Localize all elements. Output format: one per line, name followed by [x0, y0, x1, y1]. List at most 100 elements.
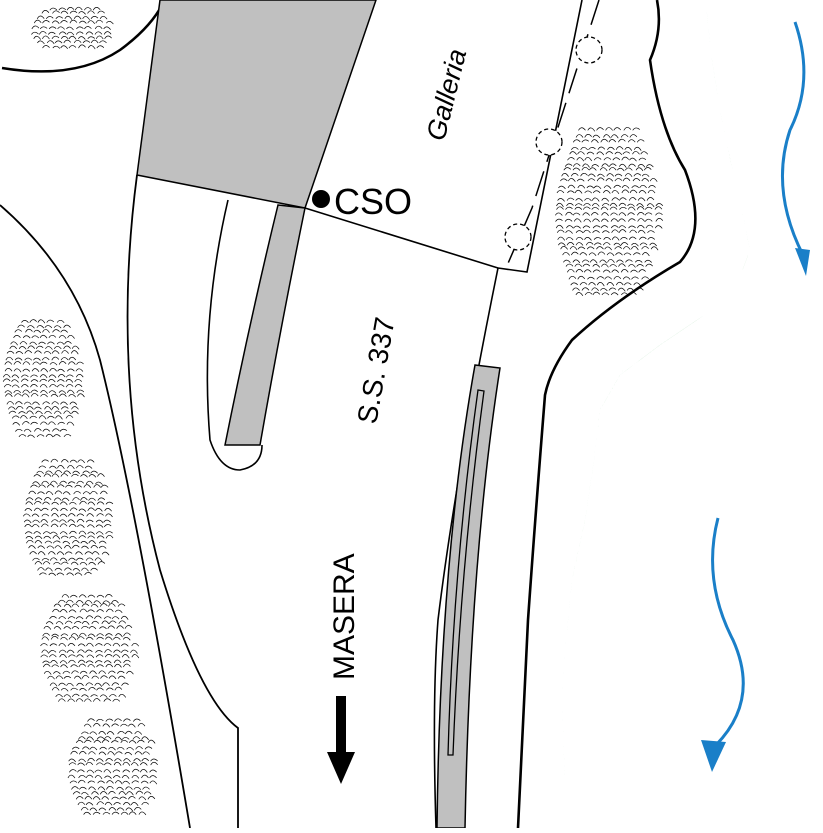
hatch-stroke-87 [47, 379, 56, 383]
hatch-stroke-549 [137, 723, 146, 727]
hatch-stroke-39 [31, 31, 39, 35]
hatch-stroke-67 [31, 368, 40, 373]
hatch-stroke-387 [67, 616, 76, 620]
hatch-stroke-629 [131, 774, 140, 779]
river-flow-arrow-bottom [701, 517, 745, 772]
hatch-stroke-76 [30, 374, 38, 378]
hatch-stroke-211 [100, 484, 109, 488]
hatch-stroke-90 [567, 184, 576, 189]
hatch-stroke-575 [82, 746, 90, 750]
hatch-stroke-265 [568, 275, 577, 280]
hatch-stroke-643 [79, 786, 87, 790]
hatch-stroke-65 [13, 368, 22, 373]
hatch-stroke-324 [84, 551, 93, 555]
hatch-stroke-11 [610, 134, 619, 139]
hatch-stroke-216 [569, 246, 578, 251]
median-barrier-inner [447, 389, 485, 756]
hatch-stroke-130 [44, 406, 52, 411]
hatch-stroke-408 [88, 626, 97, 630]
hatch-stroke-10 [78, 11, 86, 15]
hatch-stroke-574 [71, 746, 80, 750]
hatch-stroke-294 [60, 535, 69, 539]
hatch-stroke-230 [25, 501, 33, 505]
hatch-stroke-28 [47, 341, 55, 345]
hatch-stroke-24 [10, 341, 18, 346]
hatch-stroke-280 [623, 282, 632, 286]
embankment-tooth-5 [716, 86, 721, 115]
hatch-stroke-528 [109, 694, 117, 698]
hatch-stroke-379 [68, 609, 77, 613]
hatch-stroke-225 [61, 497, 70, 502]
hatch-stroke-7 [36, 325, 45, 329]
hatch-stroke-50 [33, 357, 41, 361]
hatch-stroke-346 [64, 567, 72, 571]
hatch-stroke-193 [557, 236, 565, 241]
hatch-stroke-550 [81, 731, 89, 735]
hatch-stroke-48 [564, 163, 573, 167]
hatch-stroke-2 [596, 127, 604, 131]
hatch-stroke-10 [603, 134, 611, 139]
hatch-stroke-410 [107, 625, 116, 629]
hatch-stroke-74 [11, 374, 20, 379]
hatch-stroke-41 [48, 31, 56, 35]
hatch-stroke-234 [633, 252, 641, 256]
hatch-stroke-323 [75, 551, 83, 555]
hatch-stroke-58 [46, 40, 55, 45]
hatch-stroke-78 [48, 374, 57, 379]
hatch-stroke-212 [631, 242, 639, 247]
hatch-stroke-452 [113, 649, 121, 653]
hatch-stroke-217 [73, 491, 81, 495]
hatch-stroke-61 [73, 39, 82, 44]
hatch-stroke-28 [624, 147, 633, 151]
hatch-stroke-17 [73, 15, 82, 20]
hatch-stroke-673 [113, 802, 121, 806]
hatch-stroke-660 [75, 796, 84, 800]
hatch-stroke-577 [99, 746, 107, 750]
hatch-stroke-661 [84, 796, 93, 800]
hatch-stroke-532 [75, 698, 84, 702]
hatch-stroke-184 [72, 470, 80, 475]
hatch-stroke-195 [575, 236, 584, 240]
hatch-stroke-613 [77, 769, 85, 773]
embankment-tooth-2 [709, 37, 713, 66]
hatch-stroke-516 [70, 687, 78, 691]
hatch-stroke-183 [63, 470, 71, 475]
hatch-stroke-275 [579, 282, 588, 286]
hatch-stroke-260 [602, 269, 611, 273]
hatch-stroke-274 [570, 282, 578, 286]
hatch-stroke-655 [108, 791, 116, 795]
hatch-stroke-113 [575, 198, 583, 202]
hatch-stroke-210 [613, 242, 622, 247]
hatch-stroke-239 [105, 501, 114, 505]
hatch-stroke-538 [96, 718, 104, 722]
hatch-stroke-684 [83, 811, 91, 815]
hatch-stroke-364 [75, 600, 84, 604]
embankment-tooth-43 [564, 633, 567, 661]
hatch-stroke-405 [63, 626, 72, 630]
hatch-stroke-21 [48, 334, 57, 339]
hatch-stroke-152 [610, 212, 618, 216]
hatch-stroke-161 [583, 218, 592, 223]
hatch-stroke-64 [99, 40, 107, 44]
hatch-stroke-363 [65, 599, 74, 604]
hatch-stroke-344 [45, 567, 53, 572]
hatch-stroke-178 [628, 225, 636, 229]
hatch-stroke-174 [592, 225, 601, 229]
hatch-stroke-149 [12, 422, 21, 426]
hatch-stroke-70 [57, 368, 65, 373]
hatch-stroke-651 [72, 791, 81, 795]
hatch-stroke-676 [141, 801, 149, 806]
hatch-stroke-188 [611, 229, 619, 233]
embankment-tooth-35 [580, 513, 587, 541]
hatch-stroke-94 [30, 384, 38, 388]
hatch-stroke-142 [627, 206, 636, 211]
hatch-stroke-181 [45, 470, 53, 474]
hatch-stroke-151 [30, 421, 38, 425]
culvert-icon-3 [504, 223, 532, 251]
hatch-stroke-15 [55, 16, 64, 20]
hatch-stroke-567 [93, 740, 102, 744]
embankment-tooth-39 [569, 573, 573, 601]
hatch-stroke-432 [122, 637, 131, 641]
hatch-stroke-14 [42, 329, 50, 333]
